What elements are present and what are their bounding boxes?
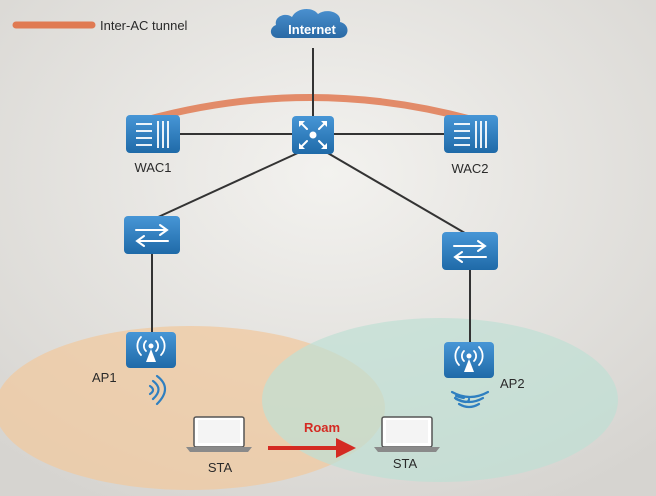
wac1-label: WAC1: [134, 160, 171, 175]
access-point-icon: [126, 332, 176, 368]
wac2-label: WAC2: [451, 161, 488, 176]
sta2-device: STA: [374, 416, 440, 471]
link-core-sw1: [155, 151, 301, 219]
ap2-coverage-area: [262, 318, 618, 482]
access-switch-1: [124, 216, 180, 254]
core-switch-icon: [292, 116, 334, 154]
laptop-icon: [186, 416, 252, 452]
ap2-device: AP2: [444, 342, 525, 409]
wifi-signal-icon: [450, 390, 490, 409]
sta2-label: STA: [393, 456, 418, 471]
wac1-device: WAC1: [126, 115, 180, 175]
access-point-icon: [444, 342, 494, 378]
wireless-ac-icon: [126, 115, 180, 153]
laptop-icon: [374, 416, 440, 452]
ap1-label: AP1: [92, 370, 117, 385]
cloud-icon: Internet: [270, 8, 348, 38]
roam-label: Roam: [304, 420, 340, 435]
legend-label: Inter-AC tunnel: [100, 18, 188, 33]
sta1-label: STA: [208, 460, 233, 475]
wac2-device: WAC2: [444, 115, 498, 176]
switch-icon: [124, 216, 180, 254]
inter-ac-tunnel: [145, 94, 475, 124]
wifi-signal-icon: [148, 374, 167, 406]
wireless-ac-icon: [444, 115, 498, 153]
ap2-label: AP2: [500, 376, 525, 391]
access-switch-2: [442, 232, 498, 270]
internet-label: Internet: [288, 22, 336, 37]
sta1-device: STA: [186, 416, 252, 475]
link-core-sw2: [325, 151, 471, 237]
links: [151, 48, 471, 342]
ap1-device: AP1: [92, 332, 176, 406]
switch-icon: [442, 232, 498, 270]
